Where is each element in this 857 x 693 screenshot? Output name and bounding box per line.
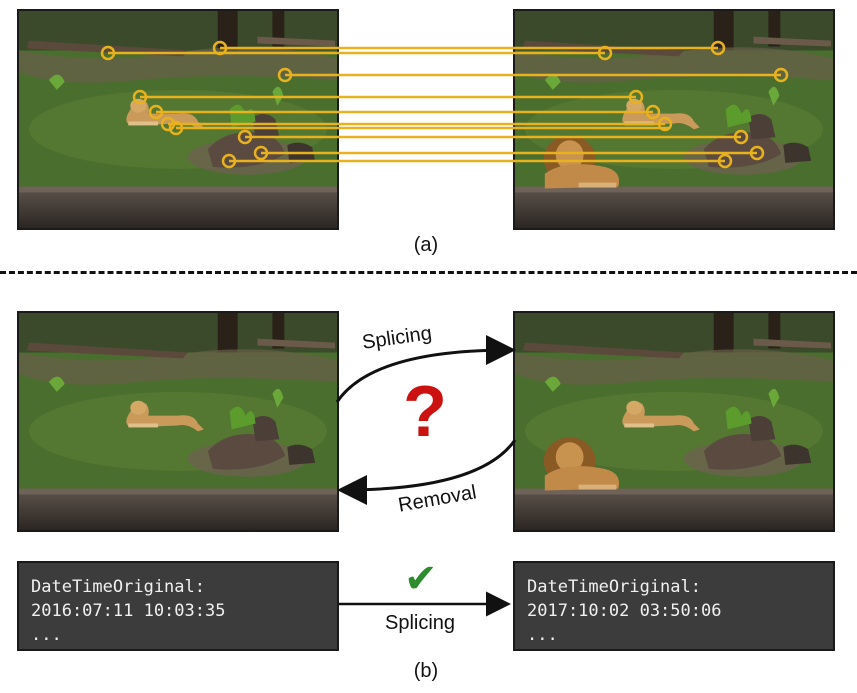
question-mark: ?	[403, 372, 447, 452]
splicing-label: Splicing	[360, 322, 434, 354]
zoo-scene-lioness-lion	[515, 11, 833, 228]
caption-b: (b)	[413, 660, 439, 682]
caption-a: (a)	[413, 234, 439, 256]
removal-label: Removal	[396, 481, 479, 517]
metadata-box-left: DateTimeOriginal: 2016:07:11 10:03:35...	[17, 561, 339, 651]
metadata-value: 2016:07:11 10:03:35	[31, 601, 226, 621]
metadata-value: 2017:10:02 03:50:06	[527, 601, 722, 621]
dashed-divider	[0, 271, 857, 274]
metadata-ellipsis: ...	[527, 625, 558, 645]
photo-a-right	[513, 9, 835, 230]
photo-b-left	[17, 311, 339, 532]
metadata-key: DateTimeOriginal:	[31, 577, 205, 597]
bottom-splicing-label: Splicing	[385, 612, 456, 634]
metadata-box-right: DateTimeOriginal: 2017:10:02 03:50:06...	[513, 561, 835, 651]
photo-b-right	[513, 311, 835, 532]
zoo-scene-lioness-lion	[515, 313, 833, 530]
zoo-scene-lioness	[19, 313, 337, 530]
photo-a-left	[17, 9, 339, 230]
zoo-scene-lioness	[19, 11, 337, 228]
metadata-key: DateTimeOriginal:	[527, 577, 701, 597]
check-mark-icon: ✔	[404, 556, 438, 602]
metadata-ellipsis: ...	[31, 625, 62, 645]
